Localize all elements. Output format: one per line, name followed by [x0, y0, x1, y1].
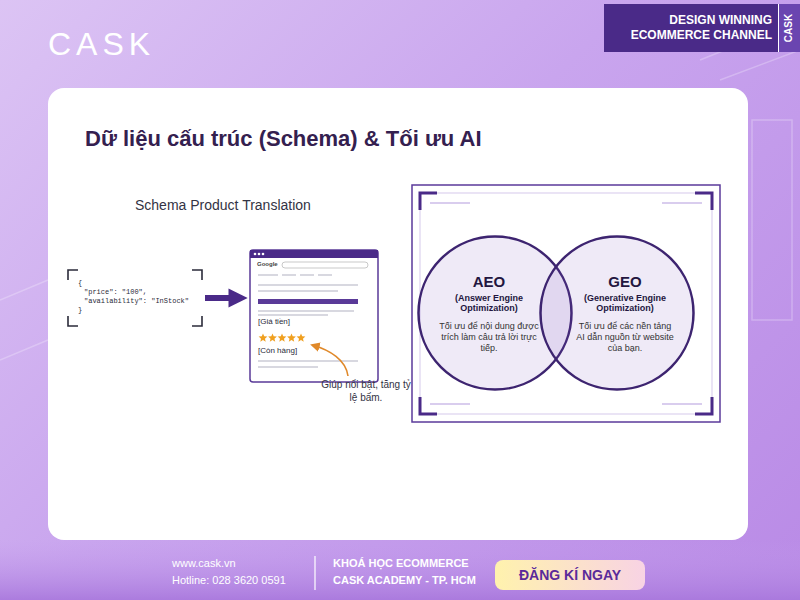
- node-text: [Còn hàng]: [258, 346, 297, 356]
- venn-circle: GEO (Generative Engine Optimization) Tối ư…: [539, 235, 695, 391]
- brand-logo: CASK: [48, 24, 155, 64]
- node-heading: Google: [257, 261, 278, 268]
- browser-window: Google [Giá tiền] [Còn hàng]: [250, 250, 378, 382]
- callout-leader: [312, 345, 348, 376]
- node-heading: ĐĂNG KÍ NGAY: [495, 560, 645, 590]
- node-heading: {: [78, 279, 82, 287]
- node-text: (Generative Engine Optimization): [575, 293, 675, 315]
- text-stack: AEO (Answer Engine Optimization) Tối ưu để…: [439, 273, 539, 354]
- content-card: [48, 88, 748, 540]
- footer-divider: [314, 556, 315, 590]
- code-brackets: [68, 270, 202, 326]
- footer-text: Hotline: 028 3620 0591: [172, 574, 286, 588]
- venn-frame: [412, 185, 720, 422]
- rating-star: [287, 333, 296, 341]
- rating-star: [268, 333, 277, 341]
- node-heading: AEO: [439, 273, 539, 291]
- node-text: CASK: [778, 4, 800, 52]
- diagram-label: Schema Product Translation: [135, 197, 311, 215]
- text-stack: GEO (Generative Engine Optimization) Tối ư…: [575, 273, 675, 354]
- footer-text: KHOÁ HỌC ECOMMERCE: [333, 557, 469, 571]
- callout-note: Giúp nổi bật, tăng tỷ lệ bấm.: [318, 379, 414, 404]
- footer-text: www.cask.vn: [172, 557, 236, 571]
- node-text: "availability": "InStock": [84, 297, 189, 305]
- flow-arrow: [205, 295, 240, 301]
- code-box: {"price": "100","availability": "InStock…: [68, 270, 202, 326]
- rating-star: [259, 333, 268, 341]
- cta-button: ĐĂNG KÍ NGAY: [495, 560, 645, 590]
- rating-star: [297, 333, 306, 341]
- node-heading: DESIGN WINNING ECOMMERCE CHANNEL: [618, 13, 772, 43]
- node-text: "price": "100",: [84, 288, 147, 296]
- node-text: Tối ưu để các nền tảng AI dẫn nguồn từ w…: [575, 321, 675, 353]
- node-heading: GEO: [575, 273, 675, 291]
- footer-text: CASK ACADEMY - TP. HCM: [333, 574, 476, 588]
- slide-title: Dữ liệu cấu trúc (Schema) & Tối ưu AI: [85, 126, 482, 152]
- node-text: Tối ưu để nội dung được trích làm câu tr…: [439, 321, 539, 353]
- node-text: (Answer Engine Optimization): [439, 293, 539, 315]
- footer-band: [0, 540, 800, 600]
- rating-star: [278, 333, 287, 341]
- header-badge: DESIGN WINNING ECOMMERCE CHANNEL CASK: [604, 4, 800, 52]
- browser-mockup: [250, 250, 378, 382]
- node-text: [Giá tiền]: [258, 317, 290, 327]
- node-text: }: [78, 306, 82, 314]
